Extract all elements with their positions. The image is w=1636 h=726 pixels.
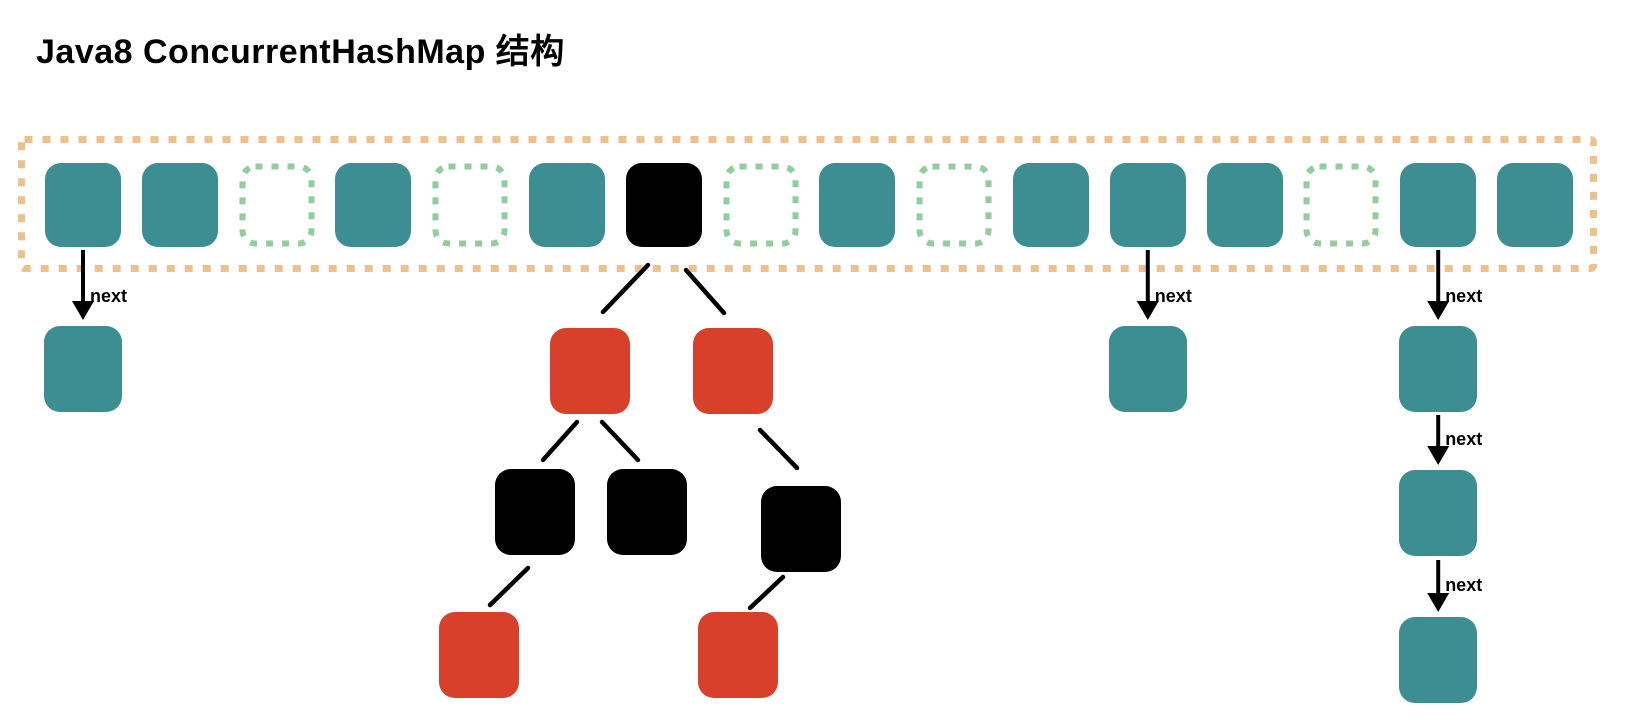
bucket-8-node-cell (819, 163, 896, 247)
bucket-7-empty-cell (723, 163, 799, 247)
next-label: next (1445, 575, 1483, 595)
empty-cell-dashed-outline (432, 163, 508, 247)
tree-node-red (439, 612, 519, 698)
list-node-teal (1108, 326, 1187, 412)
bucket-10-node-cell (1013, 163, 1089, 247)
bucket-9-empty-cell (916, 163, 992, 247)
next-label: next (1445, 429, 1483, 449)
next-label: next (90, 286, 128, 306)
next-arrow-head (1427, 593, 1450, 612)
bucket-0-node-cell (45, 163, 121, 247)
tree-edge-n5-n7 (747, 574, 786, 611)
tree-edge-root-n1 (600, 262, 651, 315)
list-node-teal (1399, 617, 1478, 703)
list-node-teal (1399, 470, 1478, 556)
bucket-14-node-cell (1400, 163, 1477, 247)
tree-node-black (495, 469, 575, 555)
bucket-13-empty-cell (1303, 163, 1379, 247)
tree-node-red (693, 328, 773, 414)
tree-edge-root-n2 (683, 267, 727, 316)
bucket-6-treebin-cell (625, 163, 702, 247)
bucket-4-empty-cell (432, 163, 508, 247)
bucket-12-node-cell (1206, 163, 1283, 247)
empty-cell-dashed-outline (1303, 163, 1379, 247)
empty-cell-dashed-outline (723, 163, 799, 247)
tree-node-black (607, 469, 687, 555)
empty-cell-dashed-outline (916, 163, 992, 247)
bucket-15-node-cell (1497, 163, 1573, 247)
bucket-11-node-cell (1109, 163, 1186, 247)
list-node-teal (44, 326, 122, 412)
empty-cell-dashed-outline (239, 163, 315, 247)
tree-edge-n1-n3 (540, 419, 580, 463)
next-label: next (1445, 286, 1483, 306)
tree-edge-n1-n4 (599, 419, 641, 463)
bucket-5-node-cell (529, 163, 605, 247)
bucket-2-empty-cell (239, 163, 315, 247)
bucket-1-node-cell (141, 163, 218, 247)
tree-node-red (698, 612, 778, 698)
bucket-3-node-cell (335, 163, 412, 247)
tree-node-red (550, 328, 630, 414)
tree-node-black (761, 486, 841, 572)
next-label: next (1154, 286, 1192, 306)
diagram-title: Java8 ConcurrentHashMap 结构 (36, 33, 565, 71)
tree-edge-n2-n5 (757, 427, 800, 471)
tree-edge-n3-n6 (487, 565, 531, 608)
list-node-teal (1399, 326, 1478, 412)
